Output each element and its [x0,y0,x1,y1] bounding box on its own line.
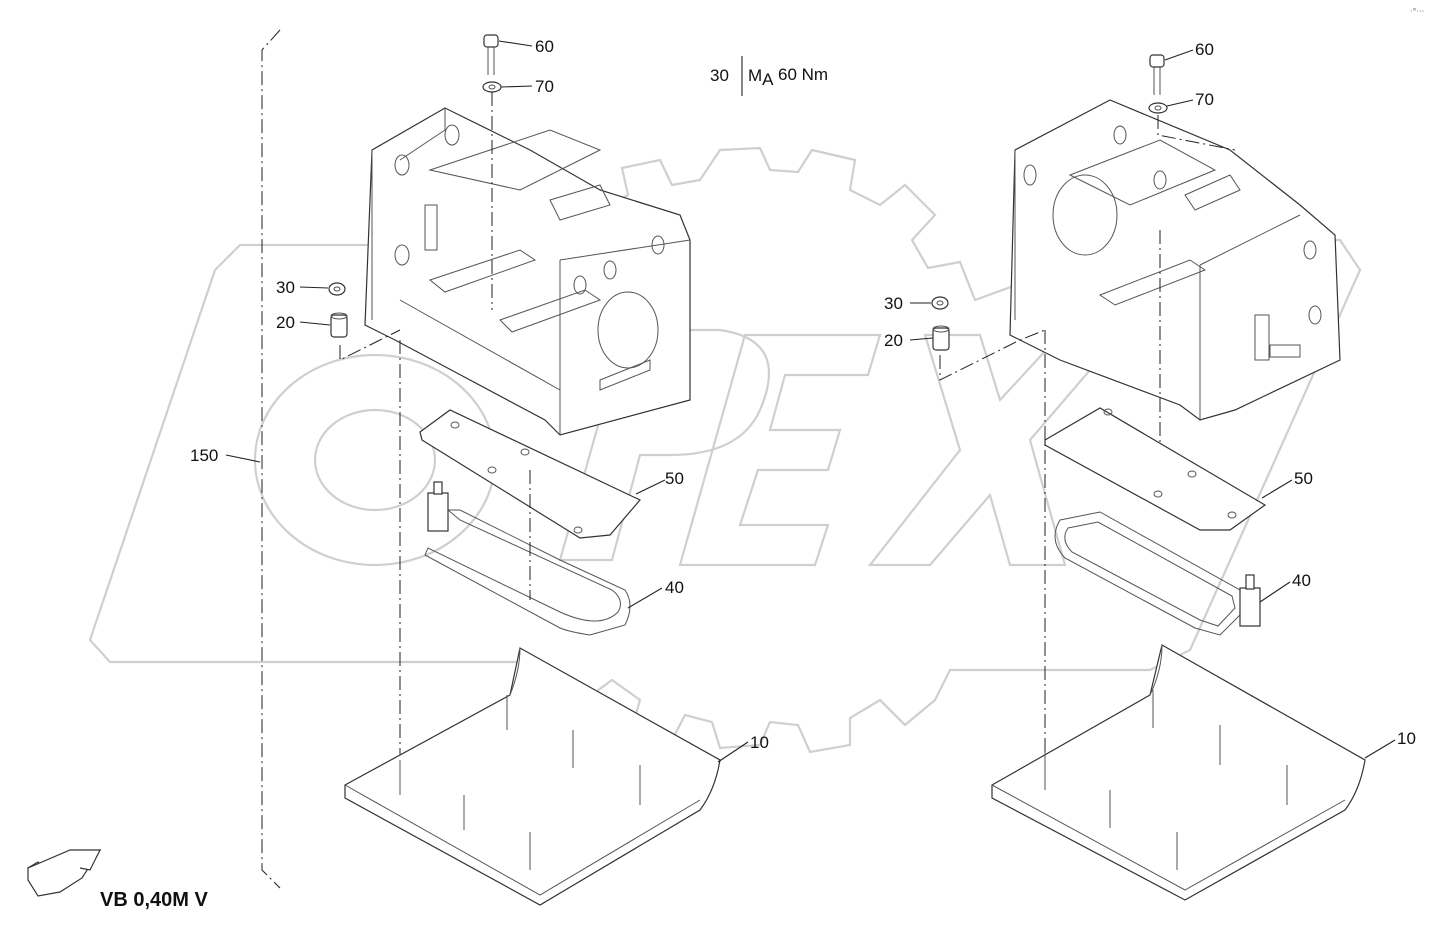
callout-60: 60 [1195,40,1214,59]
corner-glyph: ·°··· [1410,7,1424,16]
callout-150: 150 [190,446,218,465]
left-stud-bolts [399,695,641,870]
left-bolt-60 [483,34,499,75]
callout-50: 50 [1294,469,1313,488]
right-axis-line-spacer [939,329,1046,381]
torque-symbol: MA [748,66,774,89]
callout-40: 40 [1292,571,1311,590]
callout-20: 20 [884,331,903,350]
outline-line-150 [261,29,281,889]
arrow-icon [26,849,102,897]
callout-60: 60 [535,37,554,56]
left-seal-40 [424,481,631,636]
callout-30: 30 [884,294,903,313]
right-stud-bolts [1044,690,1288,870]
right-bolt-60 [1149,54,1165,95]
right-seal-40 [1054,511,1261,636]
left-base-plate-10 [344,647,721,906]
callouts-left: 60 70 30 20 150 50 40 10 [190,37,769,752]
left-washer-70 [482,81,502,93]
callout-70: 70 [535,77,554,96]
right-bracket-housing [1009,99,1341,421]
callout-30: 30 [276,278,295,297]
callout-10: 10 [750,733,769,752]
right-washer-70 [1148,102,1168,114]
torque-value: 60 Nm [778,65,828,84]
callout-10: 10 [1397,729,1416,748]
callout-70: 70 [1195,90,1214,109]
callout-50: 50 [665,469,684,488]
leader-lines [225,40,1396,763]
view-label: VB 0,40M V [100,889,208,911]
callouts-right: 60 70 30 20 50 40 10 [884,40,1416,748]
right-axis-line-bolt [1157,115,1236,151]
torque-note: 30 MA 60 Nm [710,56,828,96]
right-spacer-20 [932,325,950,351]
torque-ref: 30 [710,66,729,85]
left-bracket-housing [364,107,691,436]
right-base-plate-10 [991,644,1366,901]
right-nut-30 [931,296,949,310]
callout-40: 40 [665,578,684,597]
left-spacer-20 [330,312,348,338]
left-nut-30 [328,282,346,296]
right-plate-50 [1044,407,1267,531]
left-axis-line-spacer [339,329,401,361]
callout-20: 20 [276,313,295,332]
